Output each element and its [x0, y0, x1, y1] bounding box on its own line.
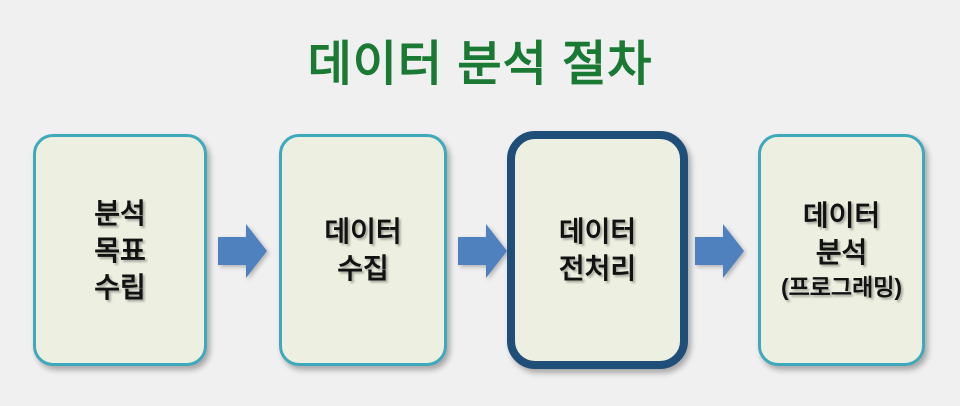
- flow-step-data-preprocessing-highlighted: 데이터 전처리: [507, 131, 688, 369]
- diagram-title: 데이터 분석 절차: [307, 38, 653, 91]
- arrow-right-icon: [695, 224, 744, 278]
- step-text-line: 수집: [337, 253, 389, 284]
- flow-step-analysis-goal: 분석 목표 수립: [33, 134, 207, 366]
- step-text-line: 목표: [94, 234, 146, 266]
- step-text-line: 분석: [94, 197, 146, 229]
- arrow-right-icon: [458, 224, 507, 278]
- step-text-line: 수립: [94, 271, 146, 303]
- step-text-line: 데이터: [802, 200, 881, 231]
- step-text-line: 전처리: [558, 253, 637, 284]
- arrow-right-icon: [218, 224, 267, 278]
- step-text-line: 데이터: [324, 216, 402, 247]
- flow-step-data-analysis-programming: 데이터 분석 (프로그래밍): [758, 134, 925, 366]
- step-text-line: 분석: [815, 237, 868, 268]
- step-text-line: 데이터: [558, 216, 637, 247]
- flow-step-data-collection: 데이터 수집: [279, 134, 447, 366]
- step-text-subline: (프로그래밍): [780, 274, 903, 300]
